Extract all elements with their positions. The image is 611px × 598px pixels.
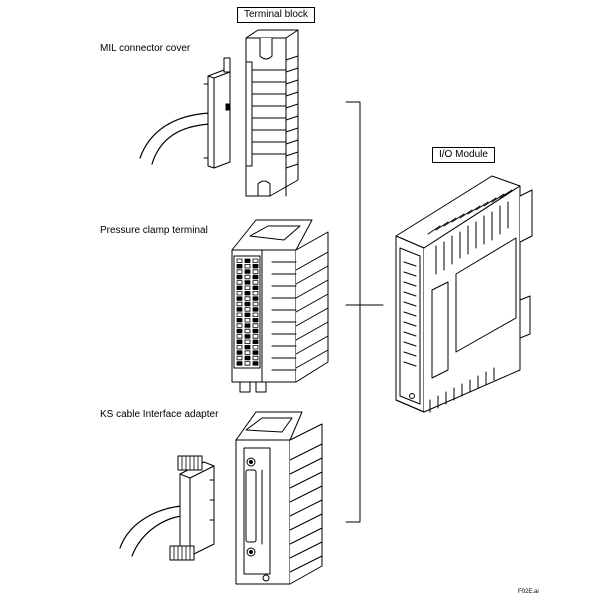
- clamp-terminal-hole: [236, 307, 243, 312]
- clamp-terminal-hole: [244, 296, 251, 301]
- clamp-terminal-hole: [252, 258, 259, 263]
- clamp-terminal-hole: [252, 334, 259, 339]
- clamp-terminal-hole: [252, 285, 259, 290]
- clamp-terminal-hole: [236, 334, 243, 339]
- clamp-terminal-hole: [236, 323, 243, 328]
- clamp-terminal-hole: [236, 269, 243, 274]
- clamp-terminal-hole: [252, 290, 259, 296]
- clamp-terminal-hole: [236, 328, 243, 334]
- io-module-label: I/O Module: [432, 147, 495, 163]
- clamp-terminal-hole: [236, 350, 243, 355]
- clamp-terminal-hole: [244, 263, 251, 269]
- clamp-terminal-hole: [252, 263, 259, 269]
- clamp-terminal-hole: [236, 263, 243, 269]
- clamp-terminal-hole: [244, 344, 251, 350]
- clamp-terminal-hole: [236, 344, 243, 350]
- clamp-terminal-hole: [252, 323, 259, 328]
- io-module: [395, 175, 533, 413]
- clamp-terminal-hole: [236, 317, 243, 323]
- mil-terminal-block: [245, 29, 299, 197]
- clamp-terminal-hole: [244, 339, 251, 344]
- ks-terminal-block: [235, 411, 323, 585]
- ks-cable-adapter-label: KS cable Interface adapter: [100, 409, 219, 420]
- clamp-terminal-hole: [252, 312, 259, 317]
- clamp-terminal-hole: [252, 328, 259, 334]
- clamp-terminal-hole: [252, 296, 259, 301]
- clamp-terminal-hole: [252, 350, 259, 355]
- clamp-terminal-hole: [244, 334, 251, 339]
- mil-cable-cover: [139, 57, 231, 169]
- clamp-terminal-hole: [244, 307, 251, 312]
- clamp-terminal-hole: [252, 301, 259, 307]
- figure-id: F02E.ai: [518, 589, 539, 595]
- clamp-terminal-hole: [244, 328, 251, 334]
- clamp-terminal-hole: [244, 280, 251, 285]
- clamp-terminal-hole: [252, 355, 259, 361]
- clamp-terminal-hole: [244, 323, 251, 328]
- clamp-terminal-hole: [252, 269, 259, 274]
- clamp-terminal-hole: [244, 258, 251, 263]
- clamp-terminal-hole: [244, 312, 251, 317]
- clamp-terminal-hole: [252, 274, 259, 280]
- clamp-terminal-hole: [244, 290, 251, 296]
- clamp-terminal-hole: [252, 361, 259, 366]
- clamp-terminal-hole: [244, 285, 251, 290]
- pressure-clamp-block: [231, 219, 329, 393]
- clamp-terminal-hole: [236, 290, 243, 296]
- clamp-terminal-hole: [236, 361, 243, 366]
- clamp-terminal-hole: [252, 344, 259, 350]
- clamp-terminal-hole: [236, 258, 243, 263]
- ks-cable-adapter: [119, 455, 215, 561]
- mil-connector-cover-label: MIL connector cover: [100, 43, 191, 54]
- clamp-terminal-hole: [244, 350, 251, 355]
- clamp-terminal-hole: [252, 307, 259, 312]
- clamp-terminal-hole: [244, 317, 251, 323]
- clamp-terminal-hole: [244, 355, 251, 361]
- clamp-terminal-hole: [236, 296, 243, 301]
- clamp-terminal-hole: [252, 317, 259, 323]
- clamp-terminal-hole: [244, 269, 251, 274]
- clamp-terminal-hole: [236, 339, 243, 344]
- clamp-terminal-hole: [244, 301, 251, 307]
- clamp-terminal-hole: [236, 312, 243, 317]
- clamp-terminal-hole: [244, 274, 251, 280]
- clamp-terminal-hole: [236, 301, 243, 307]
- clamp-terminal-hole: [236, 285, 243, 290]
- clamp-terminal-hole: [236, 274, 243, 280]
- clamp-terminal-hole: [252, 339, 259, 344]
- clamp-terminal-hole: [236, 280, 243, 285]
- clamp-terminal-hole: [252, 280, 259, 285]
- grouping-bracket: [345, 101, 384, 523]
- pressure-clamp-terminal-label: Pressure clamp terminal: [100, 225, 208, 236]
- clamp-terminal-hole: [236, 355, 243, 361]
- terminal-block-label: Terminal block: [237, 7, 315, 23]
- clamp-terminal-hole: [244, 361, 251, 366]
